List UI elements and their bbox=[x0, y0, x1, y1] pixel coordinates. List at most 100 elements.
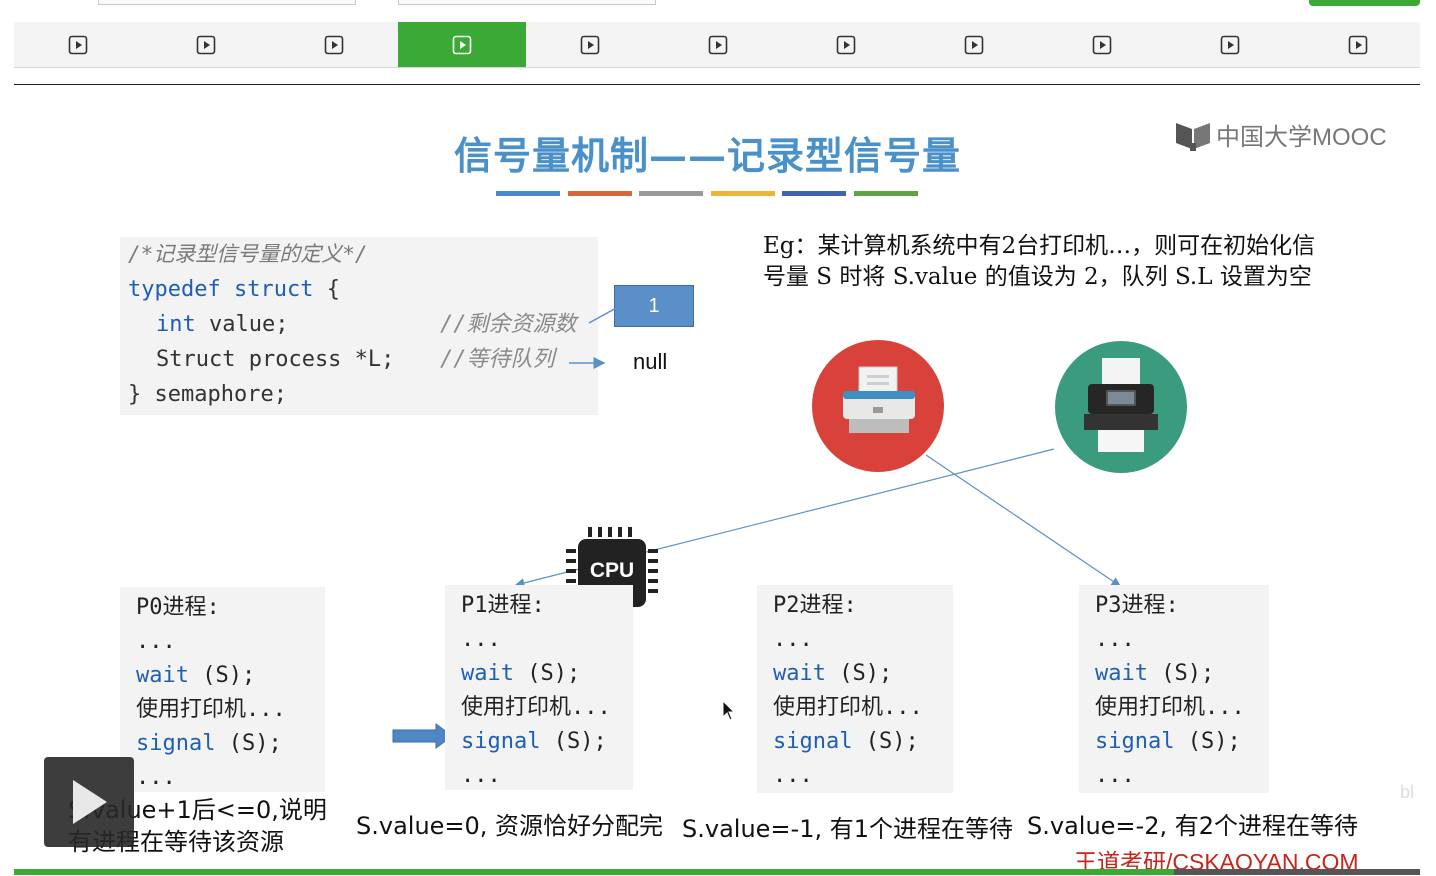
proc-name: P2进程: bbox=[773, 593, 857, 618]
video-play-icon bbox=[324, 35, 344, 54]
video-play-icon bbox=[580, 35, 600, 54]
proc-signal-kw: signal bbox=[773, 729, 853, 754]
example-text: Eg：某计算机系统中有2台打印机…，则可在初始化信号量 S 时将 S.value… bbox=[763, 233, 1316, 290]
closing-line: } semaphore; bbox=[128, 382, 287, 407]
lesson-tab-6[interactable] bbox=[654, 22, 782, 67]
title-underline-segment bbox=[710, 191, 775, 196]
process-block-p0: P0进程: ... wait (S); 使用打印机... signal (S);… bbox=[120, 587, 325, 792]
proc-dots-2: ... bbox=[136, 765, 176, 790]
caption-p3: S.value=-2, 有2个进程在等待 bbox=[1027, 812, 1358, 840]
proc-signal-kw: signal bbox=[136, 731, 216, 756]
process-block-p1: P1进程: ... wait (S); 使用打印机... signal (S);… bbox=[445, 585, 633, 790]
cpu-label: CPU bbox=[589, 559, 635, 582]
process-block-p2: P2进程: ... wait (S); 使用打印机... signal (S);… bbox=[757, 585, 953, 793]
lesson-tab-1[interactable] bbox=[14, 22, 142, 67]
play-button[interactable] bbox=[44, 757, 134, 847]
proc-use: 使用打印机... bbox=[773, 695, 923, 720]
lesson-tab-8[interactable] bbox=[910, 22, 1038, 67]
video-play-icon bbox=[836, 35, 856, 54]
proc-dots: ... bbox=[461, 627, 501, 652]
process-block-p3: P3进程: ... wait (S); 使用打印机... signal (S);… bbox=[1079, 585, 1269, 793]
value-field: value; bbox=[195, 312, 289, 337]
proc-wait-kw: wait bbox=[461, 661, 514, 686]
proc-wait-kw: wait bbox=[136, 663, 189, 688]
value-box: 1 bbox=[614, 285, 694, 327]
video-slide: 信号量机制——记录型信号量 中国大学MOOC /*记录型信号量的定义*/ typ… bbox=[14, 85, 1420, 870]
caption-p1: S.value=0, 资源恰好分配完 bbox=[356, 812, 664, 840]
lesson-tab-2[interactable] bbox=[142, 22, 270, 67]
proc-wait-kw: wait bbox=[773, 661, 826, 686]
proc-wait-args: (S); bbox=[513, 661, 581, 686]
proc-dots-2: ... bbox=[461, 763, 501, 788]
title-underline-segment bbox=[853, 191, 918, 196]
video-play-icon bbox=[1348, 35, 1368, 54]
lesson-tab-11[interactable] bbox=[1294, 22, 1422, 67]
video-play-icon bbox=[196, 35, 216, 54]
lesson-tab-7[interactable] bbox=[782, 22, 910, 67]
divider bbox=[14, 84, 1420, 85]
kw-int: int bbox=[156, 312, 196, 337]
kw-struct: struct bbox=[233, 277, 314, 302]
comment-value: //剩余资源数 bbox=[440, 312, 577, 337]
faint-corner-mark: bl bbox=[1400, 782, 1415, 802]
video-play-icon bbox=[1220, 35, 1240, 54]
mouse-cursor-icon bbox=[722, 700, 736, 721]
caption-p2: S.value=-1, 有1个进程在等待 bbox=[682, 815, 1013, 843]
proc-signal-args: (S); bbox=[1174, 729, 1241, 754]
proc-signal-args: (S); bbox=[215, 731, 282, 756]
slide-title: 信号量机制——记录型信号量 bbox=[454, 133, 962, 178]
title-underline-segment bbox=[639, 191, 703, 196]
struct-code-block: /*记录型信号量的定义*/ typedef struct { int value… bbox=[120, 237, 598, 415]
code-comment-title: /*记录型信号量的定义*/ bbox=[128, 242, 368, 266]
comment-queue: //等待队列 bbox=[440, 347, 555, 372]
proc-dots: ... bbox=[136, 629, 176, 654]
video-play-icon bbox=[964, 35, 984, 54]
mooc-book-icon bbox=[1176, 122, 1210, 151]
proc-use: 使用打印机... bbox=[461, 695, 611, 720]
pointer-arrow-p1 bbox=[392, 723, 453, 749]
brace-open: { bbox=[313, 277, 340, 302]
top-input-fragment[interactable] bbox=[98, 0, 356, 5]
proc-use: 使用打印机... bbox=[136, 697, 286, 722]
lesson-tab-bar bbox=[14, 22, 1420, 68]
title-underline-segment bbox=[567, 191, 632, 196]
video-play-icon bbox=[68, 35, 88, 54]
video-progress-fill bbox=[14, 869, 1174, 875]
lesson-tab-3[interactable] bbox=[270, 22, 398, 67]
line-to-value-box bbox=[588, 306, 619, 324]
proc-wait-args: (S); bbox=[825, 661, 893, 686]
lesson-tab-4[interactable] bbox=[398, 22, 526, 67]
proc-dots-2: ... bbox=[773, 763, 813, 788]
top-input-fragment-2[interactable] bbox=[398, 0, 656, 5]
video-play-icon bbox=[708, 35, 728, 54]
lesson-tab-5[interactable] bbox=[526, 22, 654, 67]
lesson-tab-10[interactable] bbox=[1166, 22, 1294, 67]
video-play-icon bbox=[452, 35, 472, 54]
struct-process-line: Struct process *L; bbox=[156, 347, 395, 372]
proc-wait-kw: wait bbox=[1095, 661, 1148, 686]
video-play-icon bbox=[1092, 35, 1112, 54]
mooc-logo: 中国大学MOOC bbox=[1174, 117, 1387, 152]
proc-wait-args: (S); bbox=[1147, 661, 1215, 686]
null-label: null bbox=[633, 349, 668, 374]
proc-wait-args: (S); bbox=[188, 663, 256, 688]
lesson-tab-9[interactable] bbox=[1038, 22, 1166, 67]
proc-signal-kw: signal bbox=[1095, 729, 1175, 754]
printer-red-icon bbox=[812, 340, 944, 472]
video-progress-bar[interactable] bbox=[14, 869, 1420, 875]
proc-name: P3进程: bbox=[1095, 593, 1179, 618]
mooc-logo-text: 中国大学MOOC bbox=[1216, 124, 1387, 151]
arrow-printer1-to-p3 bbox=[925, 454, 1121, 587]
title-underline-segment bbox=[496, 191, 560, 196]
proc-use: 使用打印机... bbox=[1095, 695, 1245, 720]
printer-green-icon bbox=[1055, 341, 1187, 473]
kw-typedef: typedef bbox=[128, 277, 221, 302]
proc-dots: ... bbox=[1095, 627, 1135, 652]
top-green-button[interactable] bbox=[1309, 0, 1420, 6]
title-underline-segment bbox=[782, 191, 846, 196]
proc-dots-2: ... bbox=[1095, 763, 1135, 788]
proc-name: P1进程: bbox=[461, 593, 545, 618]
proc-signal-args: (S); bbox=[852, 729, 919, 754]
watermark: 王道考研/CSKAOYAN.COM bbox=[1074, 849, 1359, 870]
proc-name: P0进程: bbox=[136, 595, 220, 620]
